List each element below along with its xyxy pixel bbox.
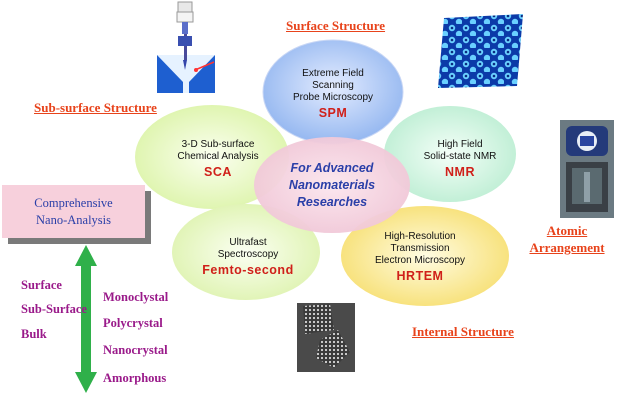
petal-sca bbox=[135, 105, 289, 209]
spm-abbr: SPM bbox=[318, 106, 348, 120]
petal-hrtem bbox=[341, 206, 509, 306]
sca-line-2: Chemical Analysis bbox=[177, 151, 259, 162]
hrtem-line-1: High-Resolution bbox=[384, 231, 456, 242]
femto-line-1: Ultrafast bbox=[229, 237, 267, 248]
crystal-type-monocrystal: Monoclystal bbox=[103, 290, 169, 304]
crystal-type-amorphous: Amorphous bbox=[103, 371, 167, 385]
center-line-1: For Advanced bbox=[290, 161, 374, 175]
category-internal-structure: Internal Structure bbox=[412, 324, 514, 339]
spm-hexagonal-image bbox=[438, 14, 523, 88]
spm-line-1: Extreme Field bbox=[302, 68, 364, 79]
petal-femto bbox=[172, 204, 320, 300]
center-line-3: Researches bbox=[296, 195, 368, 209]
center-label: For Advanced Nanomaterials Researches bbox=[272, 160, 392, 211]
spm-line-3: Probe Microscopy bbox=[292, 92, 374, 103]
femto-line-2: Spectroscopy bbox=[217, 249, 279, 260]
petal-nmr-label: High Field Solid-state NMR NMR bbox=[405, 139, 515, 178]
depth-double-arrow bbox=[75, 245, 97, 393]
crystal-type-polycrystal: Polycrystal bbox=[103, 316, 163, 330]
nmr-line-1: High Field bbox=[437, 139, 483, 150]
center-line-2: Nanomaterials bbox=[288, 178, 376, 192]
hrtem-line-3: Electron Microscopy bbox=[374, 255, 466, 266]
petal-femto-label: Ultrafast Spectroscopy Femto-second bbox=[193, 237, 303, 276]
petal-hrtem-label: High-Resolution Transmission Electron Mi… bbox=[360, 231, 480, 282]
petal-spm-label: Extreme Field Scanning Probe Microscopy … bbox=[273, 68, 393, 119]
nmr-instrument-image bbox=[560, 120, 614, 218]
category-surface-structure: Surface Structure bbox=[286, 18, 386, 33]
category-atomic-arrangement: Atomic Arrangement bbox=[529, 223, 605, 255]
depth-level-surface: Surface bbox=[21, 278, 62, 292]
hrtem-line-2: Transmission bbox=[390, 243, 450, 254]
nmr-line-2: Solid-state NMR bbox=[423, 151, 497, 162]
depth-level-bulk: Bulk bbox=[21, 327, 47, 341]
hrtem-lattice-image bbox=[297, 303, 355, 372]
sca-abbr: SCA bbox=[204, 165, 232, 179]
comprehensive-line-2: Nano-Analysis bbox=[36, 213, 111, 227]
comprehensive-label: Comprehensive Nano-Analysis bbox=[2, 195, 145, 229]
center-ellipse bbox=[254, 137, 410, 233]
comprehensive-line-1: Comprehensive bbox=[34, 196, 113, 210]
spm-line-2: Scanning bbox=[312, 80, 354, 91]
hrtem-abbr: HRTEM bbox=[396, 269, 444, 283]
probe-image bbox=[157, 1, 215, 93]
crystal-type-nanocrystal: Nanocrystal bbox=[103, 343, 168, 357]
petal-sca-label: 3-D Sub-surface Chemical Analysis SCA bbox=[158, 139, 278, 178]
category-subsurface-structure: Sub-surface Structure bbox=[34, 100, 157, 115]
petal-nmr bbox=[384, 106, 516, 202]
nmr-abbr: NMR bbox=[445, 165, 475, 179]
depth-level-subsurface: Sub-Surface bbox=[21, 302, 87, 316]
femto-abbr: Femto-second bbox=[202, 263, 294, 277]
sca-line-1: 3-D Sub-surface bbox=[181, 139, 255, 150]
comprehensive-box bbox=[2, 185, 151, 244]
